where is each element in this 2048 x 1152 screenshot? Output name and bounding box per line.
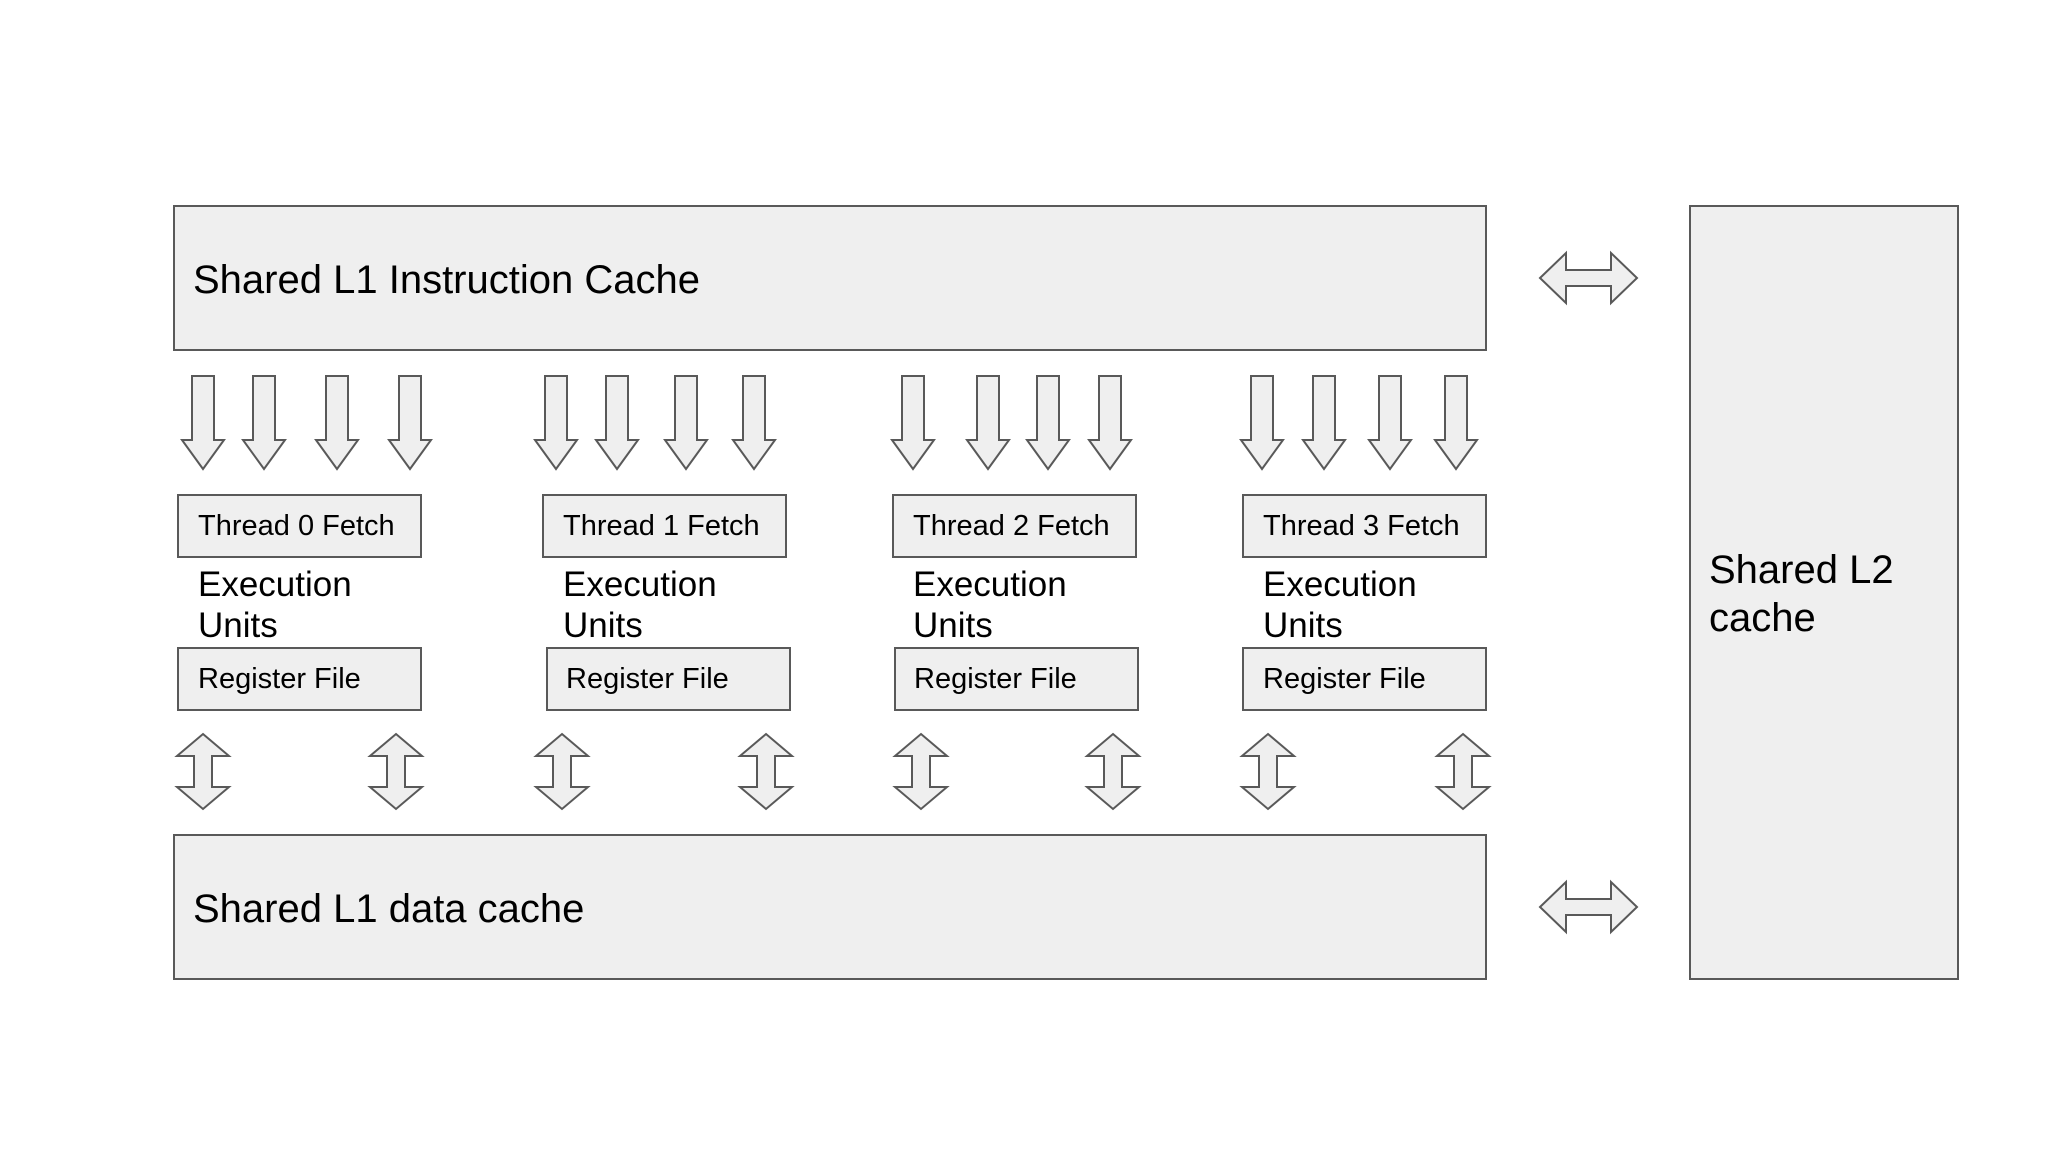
thread-2-fetch-label: Thread 2 Fetch: [913, 510, 1110, 542]
thread-3-fetch-box: [1242, 494, 1487, 558]
l2-cache-box: [1689, 205, 1959, 980]
thread-3-fetch-label: Thread 3 Fetch: [1263, 510, 1460, 542]
fetch-down-arrow-t3-3: [1433, 375, 1479, 471]
fetch-down-arrow-t3-1: [1301, 375, 1347, 471]
thread-2-register-file-label: Register File: [914, 663, 1077, 695]
fetch-down-arrow-t0-3: [387, 375, 433, 471]
thread-0-fetch-box: [177, 494, 422, 558]
data-bidir-arrow-t0-1: [367, 732, 425, 811]
thread-1-register-file-label: Register File: [566, 663, 729, 695]
l1i-l2-bidir-arrow: [1538, 250, 1639, 306]
thread-1-execution-units-label: Execution Units: [563, 565, 717, 645]
data-bidir-arrow-t0-0: [174, 732, 232, 811]
data-bidir-arrow-t2-0: [892, 732, 950, 811]
thread-0-register-file-box: [177, 647, 422, 711]
thread-0-fetch-label: Thread 0 Fetch: [198, 510, 395, 542]
data-bidir-arrow-t3-1: [1434, 732, 1492, 811]
thread-2-execution-units-label: Execution Units: [913, 565, 1067, 645]
l1-data-cache-label: Shared L1 data cache: [193, 887, 585, 931]
fetch-down-arrow-t1-0: [533, 375, 579, 471]
fetch-down-arrow-t3-0: [1239, 375, 1285, 471]
fetch-down-arrow-t2-2: [1025, 375, 1071, 471]
fetch-down-arrow-t3-2: [1367, 375, 1413, 471]
l2-cache-label: Shared L2 cache: [1709, 548, 1894, 640]
data-bidir-arrow-t1-0: [533, 732, 591, 811]
thread-0-execution-units-label: Execution Units: [198, 565, 352, 645]
data-bidir-arrow-t2-1: [1084, 732, 1142, 811]
thread-3-register-file-label: Register File: [1263, 663, 1426, 695]
fetch-down-arrow-t0-2: [314, 375, 360, 471]
thread-2-register-file-box: [894, 647, 1139, 711]
thread-1-register-file-box: [546, 647, 791, 711]
data-bidir-arrow-t3-0: [1239, 732, 1297, 811]
thread-0-register-file-label: Register File: [198, 663, 361, 695]
fetch-down-arrow-t1-2: [663, 375, 709, 471]
fetch-down-arrow-t0-1: [241, 375, 287, 471]
l1-instruction-cache-label: Shared L1 Instruction Cache: [193, 258, 700, 302]
l1-instruction-cache-box: [173, 205, 1487, 351]
fetch-down-arrow-t0-0: [180, 375, 226, 471]
thread-3-register-file-box: [1242, 647, 1487, 711]
thread-3-execution-units-label: Execution Units: [1263, 565, 1417, 645]
l1d-l2-bidir-arrow: [1538, 879, 1639, 935]
thread-1-fetch-label: Thread 1 Fetch: [563, 510, 760, 542]
l1-data-cache-box: [173, 834, 1487, 980]
data-bidir-arrow-t1-1: [737, 732, 795, 811]
fetch-down-arrow-t2-1: [965, 375, 1011, 471]
thread-2-fetch-box: [892, 494, 1137, 558]
fetch-down-arrow-t2-0: [890, 375, 936, 471]
fetch-down-arrow-t2-3: [1087, 375, 1133, 471]
thread-1-fetch-box: [542, 494, 787, 558]
fetch-down-arrow-t1-1: [594, 375, 640, 471]
fetch-down-arrow-t1-3: [731, 375, 777, 471]
